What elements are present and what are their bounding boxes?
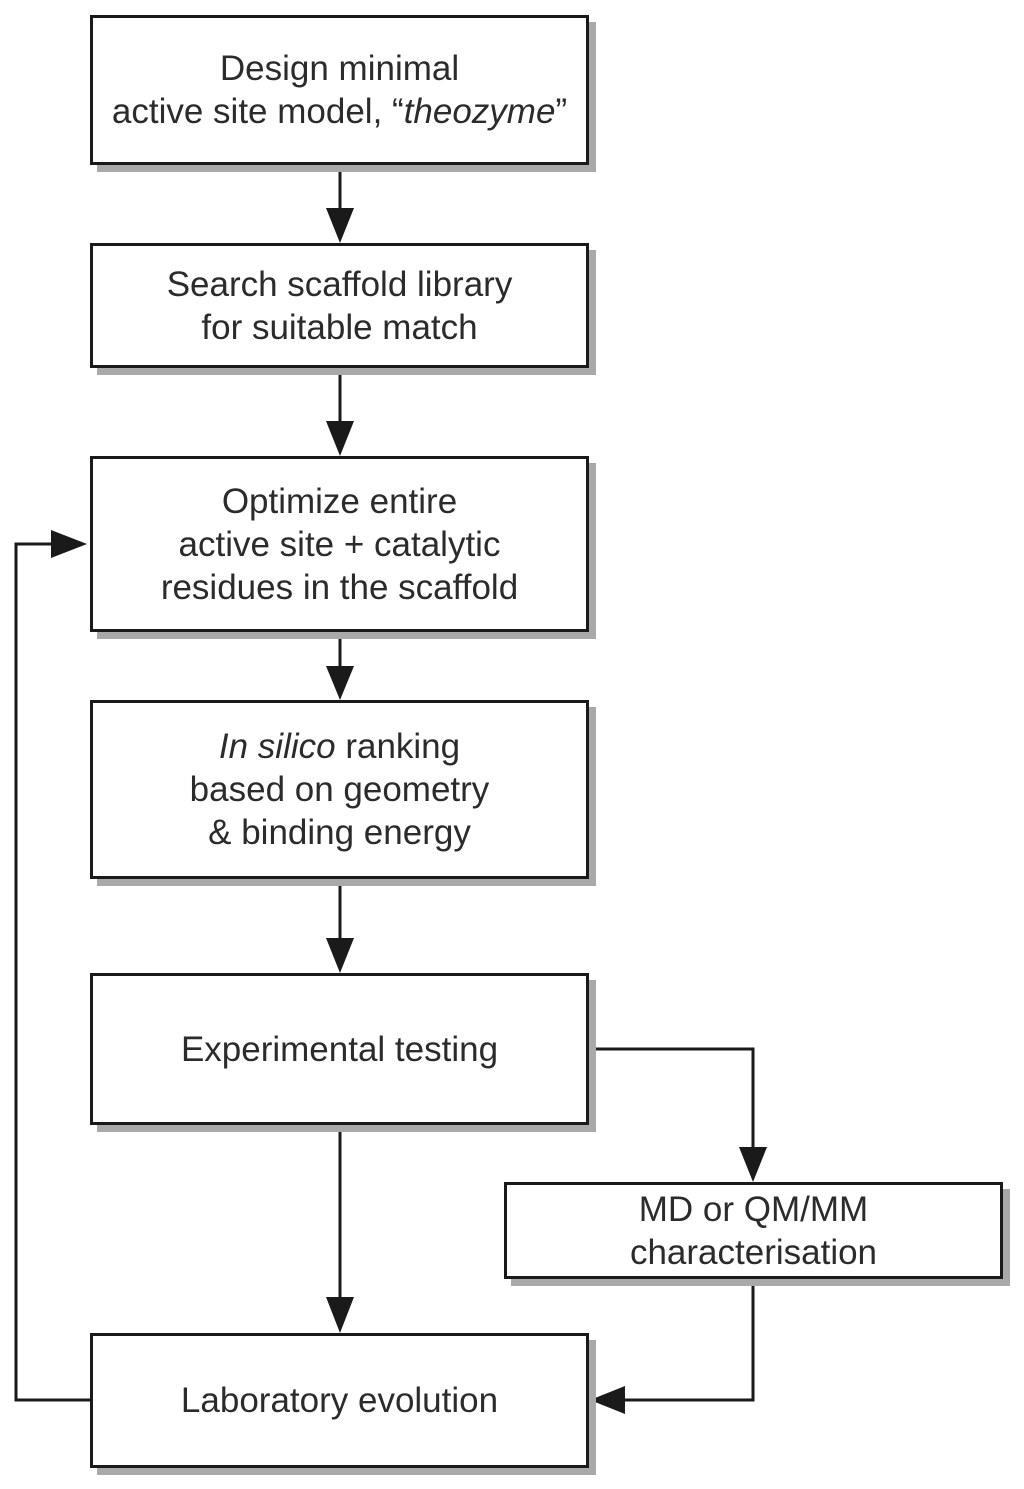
step-search-line2: for suitable match — [201, 307, 478, 347]
arrowhead-testing — [326, 938, 354, 973]
step-optimize-line3: residues in the scaffold — [160, 567, 519, 607]
step-in-silico-ranking: In silico ranking based on geometry & bi… — [90, 700, 589, 879]
step-design-line2: active site model, “theozyme” — [111, 92, 568, 131]
step-md-qmmm-characterisation: MD or QM/MM characterisation — [504, 1182, 1003, 1279]
step-md-line1: MD or QM/MM — [638, 1189, 869, 1229]
arrowhead-optimize-left — [51, 530, 87, 558]
step-md-line2: characterisation — [629, 1232, 878, 1272]
step-experimental-testing: Experimental testing — [90, 973, 589, 1125]
step-optimize-line2: active site + catalytic — [178, 524, 501, 564]
step-laboratory-evolution: Laboratory evolution — [90, 1333, 589, 1468]
arrowhead-evolution — [326, 1297, 354, 1333]
step-design-line1: Design minimal — [219, 49, 460, 88]
arrow-evolution-to-optimize — [14, 542, 90, 1402]
arrowhead-search — [326, 208, 354, 243]
step-ranking-line2: based on geometry — [189, 770, 490, 809]
arrow-md-to-evolution — [622, 1279, 755, 1402]
step-testing-line1: Experimental testing — [180, 1029, 499, 1069]
theozyme-term: theozyme — [403, 92, 556, 131]
arrowhead-ranking — [326, 666, 354, 700]
arrowhead-optimize — [326, 421, 354, 456]
arrowhead-evolution-right — [590, 1386, 625, 1414]
step-search-line1: Search scaffold library — [166, 264, 513, 304]
in-silico-term: In silico — [218, 727, 336, 766]
step-design-theozyme: Design minimal active site model, “theoz… — [90, 15, 589, 165]
step-optimize-active-site: Optimize entire active site + catalytic … — [90, 456, 589, 632]
step-ranking-line3: & binding energy — [208, 813, 471, 852]
step-search-scaffold: Search scaffold library for suitable mat… — [90, 243, 589, 368]
arrow-testing-to-md — [589, 1047, 755, 1150]
step-optimize-line1: Optimize entire — [221, 481, 458, 521]
step-ranking-line1: In silico ranking — [218, 727, 461, 766]
step-evolution-line1: Laboratory evolution — [180, 1381, 499, 1420]
arrowhead-md — [739, 1147, 767, 1182]
